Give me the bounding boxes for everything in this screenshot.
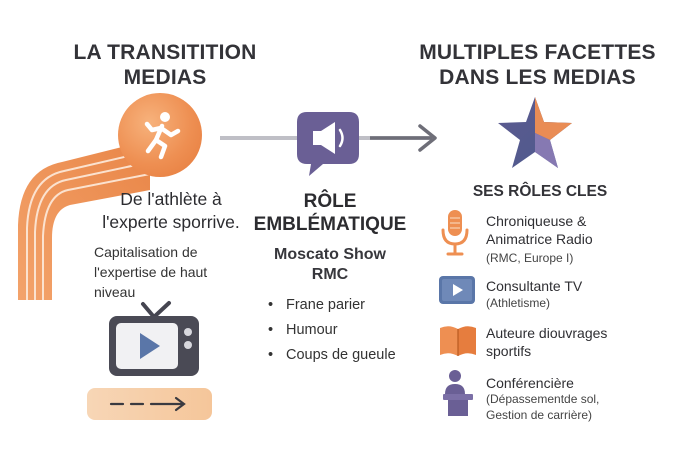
show-bullet-list: Frane parier Humour Coups de gueule	[268, 293, 418, 368]
right-title-line1: MULTIPLES FACETTES	[419, 41, 656, 64]
progress-arrow-bar	[87, 388, 212, 420]
microphone-icon	[441, 210, 469, 256]
left-title: LA TRANSITITION MEDIAS	[40, 40, 290, 90]
running-track-graphic	[18, 140, 151, 300]
dashed-arrow-icon	[109, 396, 186, 412]
show-title-line1: Moscato Show	[273, 246, 386, 263]
role-heading-line2: EMBLÉMATIQUE	[253, 214, 407, 235]
runner-badge	[118, 93, 202, 177]
role-title-author: Auteure diouvrages sportifs	[486, 324, 666, 360]
runner-icon	[144, 112, 181, 160]
tv-play-icon	[439, 276, 475, 304]
list-item: Coups de gueule	[268, 343, 418, 368]
role-title-speaker: Conférencière	[486, 375, 574, 391]
role-sub-speaker: (Dépassementde sol, Gestion de carrière)	[486, 391, 666, 423]
left-subtext-line3: niveau	[94, 284, 136, 300]
role-heading: RÔLE EMBLÉMATIQUE	[235, 190, 425, 236]
show-title: Moscato Show RMC	[255, 245, 405, 285]
role-heading-line1: RÔLE	[303, 191, 357, 212]
role-title-radio-line1: Chroniqueuse &	[486, 213, 587, 229]
role-sub-tv: (Athletisme)	[486, 296, 551, 310]
right-title: MULTIPLES FACETTES DANS LES MEDIAS	[405, 40, 670, 90]
star-icon	[498, 97, 572, 168]
role-title-radio-line2: Animatrice Radio	[486, 231, 593, 247]
role-sub-speaker-line2: Gestion de carrière)	[486, 408, 593, 422]
megaphone-bubble-icon	[297, 112, 359, 176]
left-subtext-line2: l'expertise de haut	[94, 264, 208, 280]
book-icon	[440, 326, 476, 356]
role-sub-speaker-line1: (Dépassementde sol,	[486, 392, 600, 406]
list-item: Frane parier	[268, 293, 418, 318]
roles-heading: SES RÔLES CLES	[472, 183, 608, 200]
athlete-heading-line2: l'experte sporrive.	[102, 212, 240, 232]
role-title-author-line2: sportifs	[486, 343, 532, 359]
left-subtext: Capitalisation de l'expertise de haut ni…	[94, 242, 244, 302]
role-title-radio: Chroniqueuse & Animatrice Radio	[486, 212, 656, 248]
list-item: Humour	[268, 318, 418, 343]
retro-tv-icon	[109, 301, 199, 376]
speaker-podium-icon	[443, 370, 473, 416]
left-title-line1: LA TRANSITITION	[73, 41, 257, 64]
left-subtext-line1: Capitalisation de	[94, 244, 198, 260]
athlete-heading-line1: De l'athlète à	[120, 189, 222, 209]
right-title-line2: DANS LES MEDIAS	[439, 66, 636, 89]
left-title-line2: MEDIAS	[123, 66, 207, 89]
role-sub-radio: (RMC, Europe I)	[486, 251, 574, 265]
role-title-tv: Consultante TV	[486, 278, 583, 294]
athlete-heading: De l'athlète à l'experte sporrive.	[92, 188, 250, 234]
role-title-author-line1: Auteure diouvrages	[486, 325, 608, 341]
show-title-line2: RMC	[311, 266, 349, 283]
